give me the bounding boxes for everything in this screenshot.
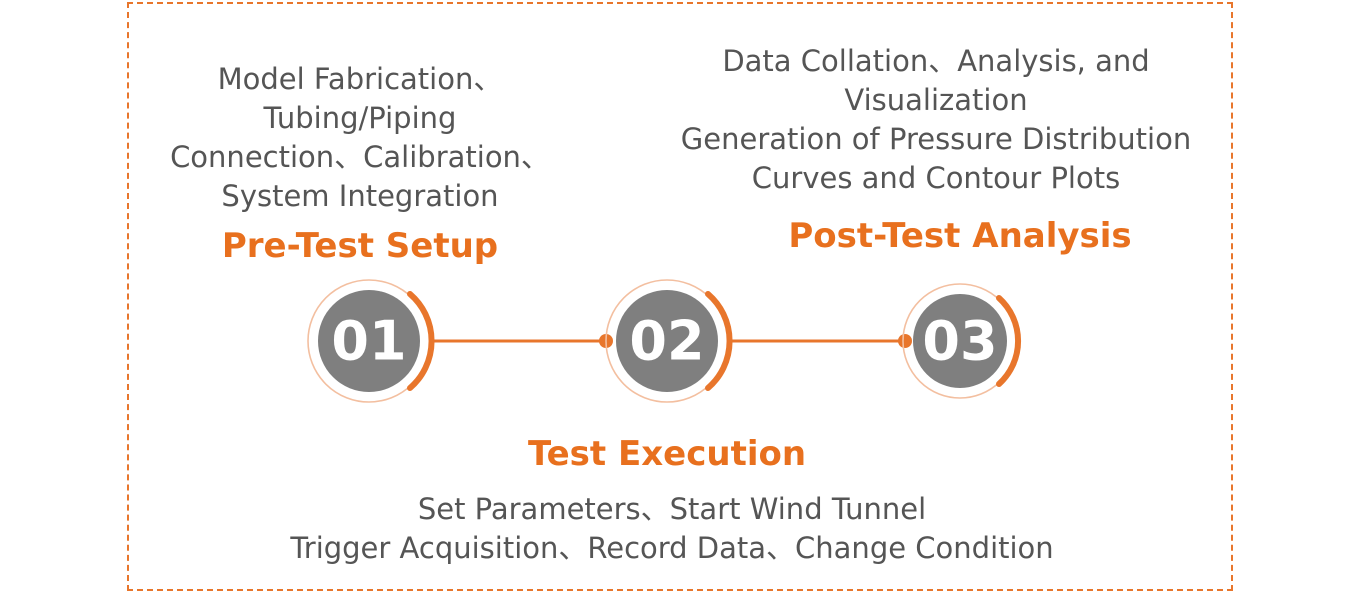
connector-dot-03 — [898, 334, 912, 348]
step-01-circle — [318, 290, 420, 392]
step-01-line-2: Tubing/Piping — [263, 101, 457, 135]
step-03-line-4: Curves and Contour Plots — [751, 161, 1121, 195]
step-02-circle — [616, 290, 718, 392]
step-03-arc — [996, 295, 1022, 387]
step-02-line-2: Trigger Acquisition、Record Data、Change C… — [290, 531, 1054, 565]
step-03-badge: 03 — [902, 283, 1022, 399]
step-02-badge: 02 — [605, 279, 733, 403]
step-03-line-2: Visualization — [844, 83, 1028, 117]
step-03-circle — [913, 294, 1007, 388]
step-01-badge: 01 — [307, 279, 435, 403]
step-02-line-1: Set Parameters、Start Wind Tunnel — [417, 492, 927, 526]
step-02-title: Test Execution — [527, 434, 807, 474]
dashed-frame — [127, 2, 1233, 591]
step-02-number: 02 — [629, 310, 704, 373]
step-03-line-1: Data Collation、Analysis, and — [722, 44, 1150, 78]
step-01-arc — [407, 291, 435, 391]
step-03-title: Post-Test Analysis — [788, 216, 1132, 256]
step-02-description: Set Parameters、Start Wind Tunnel Trigger… — [222, 490, 1122, 568]
step-01-number: 01 — [331, 310, 406, 373]
step-01-description: Model Fabrication、 Tubing/Piping Connect… — [160, 60, 560, 216]
step-01-line-3: Connection、Calibration、 — [170, 140, 550, 174]
step-03-number: 03 — [922, 310, 997, 373]
step-03-description: Data Collation、Analysis, and Visualizati… — [636, 42, 1236, 198]
step-03-line-3: Generation of Pressure Distribution — [680, 122, 1192, 156]
step-01-title: Pre-Test Setup — [221, 226, 499, 266]
step-01-line-4: System Integration — [221, 179, 499, 213]
step-02-arc — [705, 291, 733, 391]
step-01-line-1: Model Fabrication、 — [217, 62, 503, 96]
